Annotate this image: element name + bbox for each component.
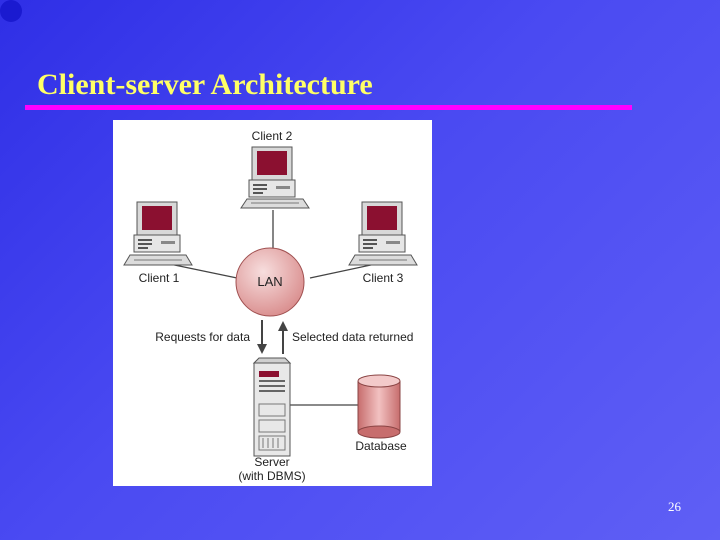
- request-arrow-icon: [257, 320, 267, 354]
- client-server-diagram: Client 2 Client 1 Client 3 LAN Requests …: [113, 120, 432, 486]
- response-arrow-icon: [278, 321, 288, 354]
- server-tower-icon: [252, 357, 292, 457]
- client3-computer-icon: [348, 201, 418, 266]
- page-number: 26: [668, 499, 681, 514]
- server-sublabel: (with DBMS): [238, 469, 305, 483]
- request-label: Requests for data: [155, 330, 250, 344]
- client1-label: Client 1: [139, 271, 180, 285]
- client2-label: Client 2: [252, 129, 293, 143]
- client2-computer-icon: [240, 146, 310, 209]
- client3-label: Client 3: [363, 271, 404, 285]
- lan-hub-icon: [235, 247, 305, 317]
- database-cylinder-icon: [357, 374, 401, 439]
- response-label: Selected data returned: [292, 330, 413, 344]
- server-label: Server: [254, 455, 289, 469]
- corner-decoration: [0, 0, 22, 22]
- client1-computer-icon: [123, 201, 193, 266]
- title-underline: [25, 105, 632, 110]
- slide-title: Client-server Architecture: [37, 68, 373, 101]
- lan-label: LAN: [257, 274, 282, 289]
- database-label: Database: [355, 439, 407, 453]
